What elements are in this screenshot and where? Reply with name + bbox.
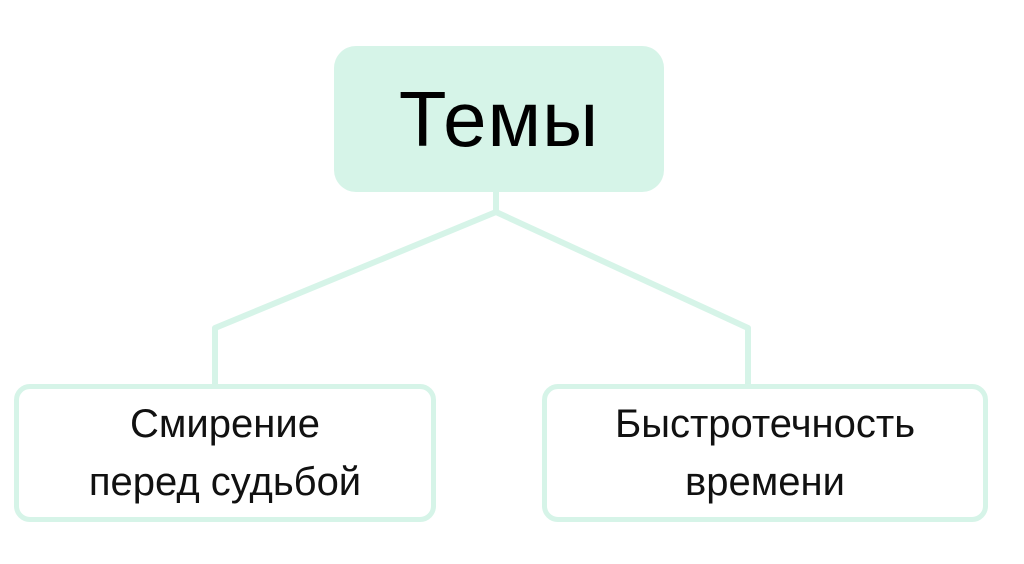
child-node-transience: Быстротечность времени	[542, 384, 988, 522]
child-node-label: Смирение перед судьбой	[89, 395, 361, 511]
child-node-label: Быстротечность времени	[615, 395, 915, 511]
child-node-label-line1: Смирение	[130, 402, 320, 446]
child-node-humility: Смирение перед судьбой	[14, 384, 436, 522]
connector-root-to-right	[493, 209, 751, 387]
child-node-label-line1: Быстротечность	[614, 402, 916, 446]
root-node-themes: Темы	[334, 46, 664, 192]
child-node-label-line2: перед судьбой	[88, 460, 362, 504]
root-node-label: Темы	[398, 75, 600, 163]
connector-root-to-left	[212, 189, 499, 387]
child-node-label-line2: времени	[685, 460, 845, 504]
